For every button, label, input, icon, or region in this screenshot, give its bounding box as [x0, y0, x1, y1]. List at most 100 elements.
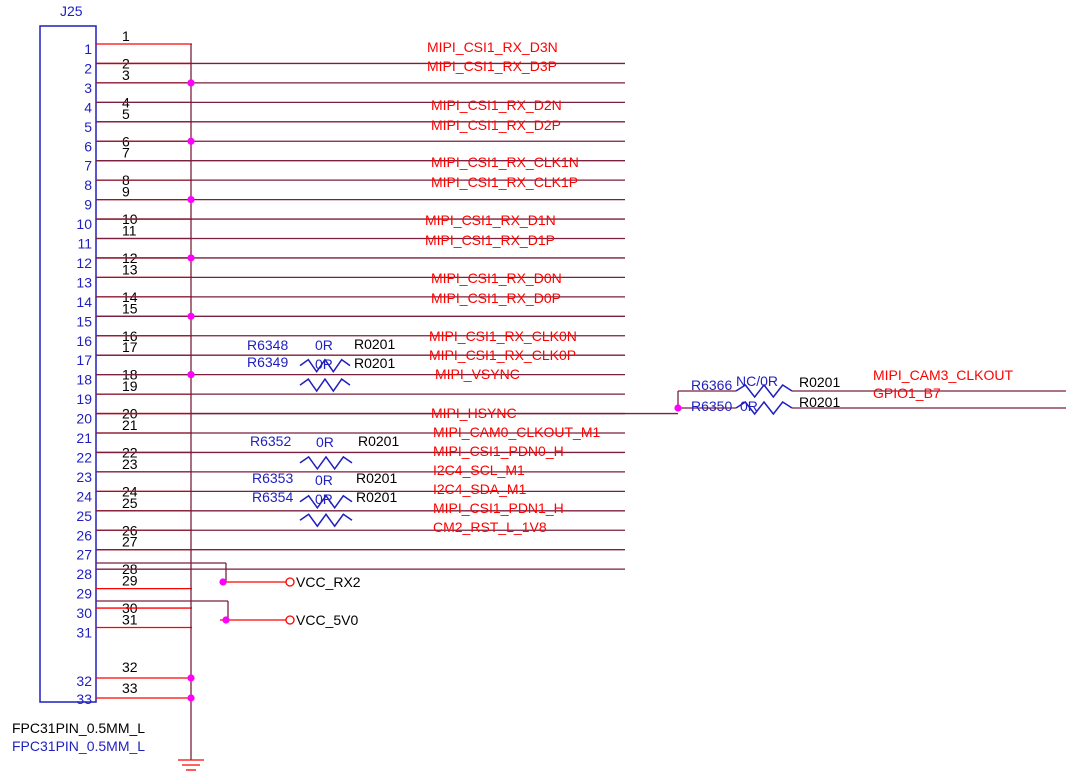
net-label-i2c4-sda: I2C4_SDA_M1: [433, 481, 527, 497]
left-pin-number: 33: [76, 691, 92, 707]
resistor-zigzag: [299, 512, 353, 528]
left-pin-number: 19: [76, 391, 92, 407]
net-label-gpio1-b7: GPIO1_B7: [873, 385, 941, 401]
r6350-package: R0201: [799, 394, 840, 410]
left-pin-number: 18: [76, 372, 92, 388]
r6354-value: 0R: [315, 491, 333, 507]
left-pin-number: 23: [76, 469, 92, 485]
left-pin-number: 1: [84, 41, 92, 57]
right-pin-number: 9: [122, 184, 130, 200]
right-pin-number: 29: [122, 573, 138, 589]
connector-right-pin-numbers: 1234567891011121314151617181920212223242…: [122, 28, 138, 696]
left-pin-number: 22: [76, 449, 92, 465]
r6366-value: NC/0R: [736, 373, 778, 389]
left-pin-number: 16: [76, 333, 92, 349]
vcc-rx2-label: VCC_RX2: [296, 574, 361, 590]
net-label-clk0n: MIPI_CSI1_RX_CLK0N: [429, 328, 577, 344]
connector-part-value: FPC31PIN_0.5MM_L: [12, 738, 145, 754]
right-pin-number: 21: [122, 417, 138, 433]
junction-dot: [222, 616, 230, 624]
right-pin-number: 13: [122, 261, 138, 277]
r6348-ref: R6348: [247, 337, 288, 353]
left-pin-number: 2: [84, 60, 92, 76]
r6352-package: R0201: [358, 433, 399, 449]
left-pin-number: 3: [84, 80, 92, 96]
junction-dot: [187, 137, 195, 145]
vcc-5v0-port: [285, 615, 295, 625]
net-label-d2p: MIPI_CSI1_RX_D2P: [431, 117, 561, 133]
r6354-ref: R6354: [252, 489, 293, 505]
net-label-d0n: MIPI_CSI1_RX_D0N: [431, 270, 562, 286]
r6349-value: 0R: [315, 356, 333, 372]
left-pin-number: 27: [76, 547, 92, 563]
junction-dot: [187, 371, 195, 379]
right-pin-number: 5: [122, 106, 130, 122]
left-pin-number: 32: [76, 673, 92, 689]
left-pin-number: 21: [76, 430, 92, 446]
net-label-d1p: MIPI_CSI1_RX_D1P: [425, 232, 555, 248]
resistor-zigzag: [735, 400, 793, 416]
junction-dot: [187, 196, 195, 204]
r6352-ref: R6352: [250, 433, 291, 449]
connector-part-name: FPC31PIN_0.5MM_L: [12, 720, 145, 736]
left-pin-number: 7: [84, 158, 92, 174]
left-pin-number: 8: [84, 177, 92, 193]
net-label-d3p: MIPI_CSI1_RX_D3P: [427, 58, 557, 74]
left-pin-number: 5: [84, 119, 92, 135]
vcc-5v0-label: VCC_5V0: [296, 612, 358, 628]
connector-pin-wires: [96, 43, 192, 699]
r6350-ref: R6350: [691, 398, 732, 414]
r6350-value: 0R: [740, 398, 758, 414]
resistor-zigzag: [299, 358, 351, 373]
left-pin-number: 4: [84, 99, 92, 115]
left-pin-number: 9: [84, 197, 92, 213]
junction-dot: [674, 404, 682, 412]
net-label-d3n: MIPI_CSI1_RX_D3N: [427, 39, 558, 55]
resistor-zigzag: [735, 383, 793, 399]
left-pin-number: 24: [76, 488, 92, 504]
left-pin-number: 20: [76, 411, 92, 427]
net-label-cm2-rst: CM2_RST_L_1V8: [433, 519, 547, 535]
left-pin-number: 13: [76, 274, 92, 290]
left-pin-number: 17: [76, 352, 92, 368]
left-pin-number: 11: [77, 236, 92, 252]
right-pin-number: 15: [122, 300, 138, 316]
r6348-package: R0201: [354, 336, 395, 352]
r6353-package: R0201: [356, 470, 397, 486]
net-label-pdn0: MIPI_CSI1_PDN0_H: [433, 443, 564, 459]
r6349-ref: R6349: [247, 354, 288, 370]
r6353-ref: R6353: [252, 470, 293, 486]
junction-dot: [187, 674, 195, 682]
ground-symbol: [178, 759, 204, 771]
net-label-vsync: MIPI_VSYNC: [435, 366, 520, 382]
right-pin-number: 17: [122, 339, 138, 355]
resistor-symbols: [299, 358, 793, 528]
right-pin-number: 1: [122, 28, 130, 44]
net-label-hsync: MIPI_HSYNC: [431, 405, 517, 421]
r6366-ref: R6366: [691, 377, 732, 393]
left-pin-number: 31: [76, 625, 92, 641]
net-label-cam0-clkout: MIPI_CAM0_CLKOUT_M1: [433, 424, 600, 440]
right-pin-number: 19: [122, 378, 138, 394]
net-label-clk0p: MIPI_CSI1_RX_CLK0P: [429, 347, 576, 363]
r6349-package: R0201: [354, 355, 395, 371]
right-pin-number: 3: [122, 67, 130, 83]
net-label-clk1n: MIPI_CSI1_RX_CLK1N: [431, 154, 579, 170]
left-pin-number: 14: [76, 294, 92, 310]
net-wires: [96, 62, 678, 570]
resistor-zigzag: [299, 377, 351, 393]
net-label-d1n: MIPI_CSI1_RX_D1N: [425, 212, 556, 228]
junction-dot: [187, 254, 195, 262]
junction-dot: [187, 79, 195, 87]
junction-dot: [187, 694, 195, 702]
net-label-pdn1: MIPI_CSI1_PDN1_H: [433, 500, 564, 516]
left-pin-number: 10: [76, 216, 92, 232]
connector-refdes: J25: [60, 3, 83, 19]
junction-dots: [187, 79, 682, 702]
junction-dot: [187, 312, 195, 320]
left-pin-number: 26: [76, 527, 92, 543]
left-pin-number: 25: [76, 508, 92, 524]
vcc-rx2-port: [285, 577, 295, 587]
